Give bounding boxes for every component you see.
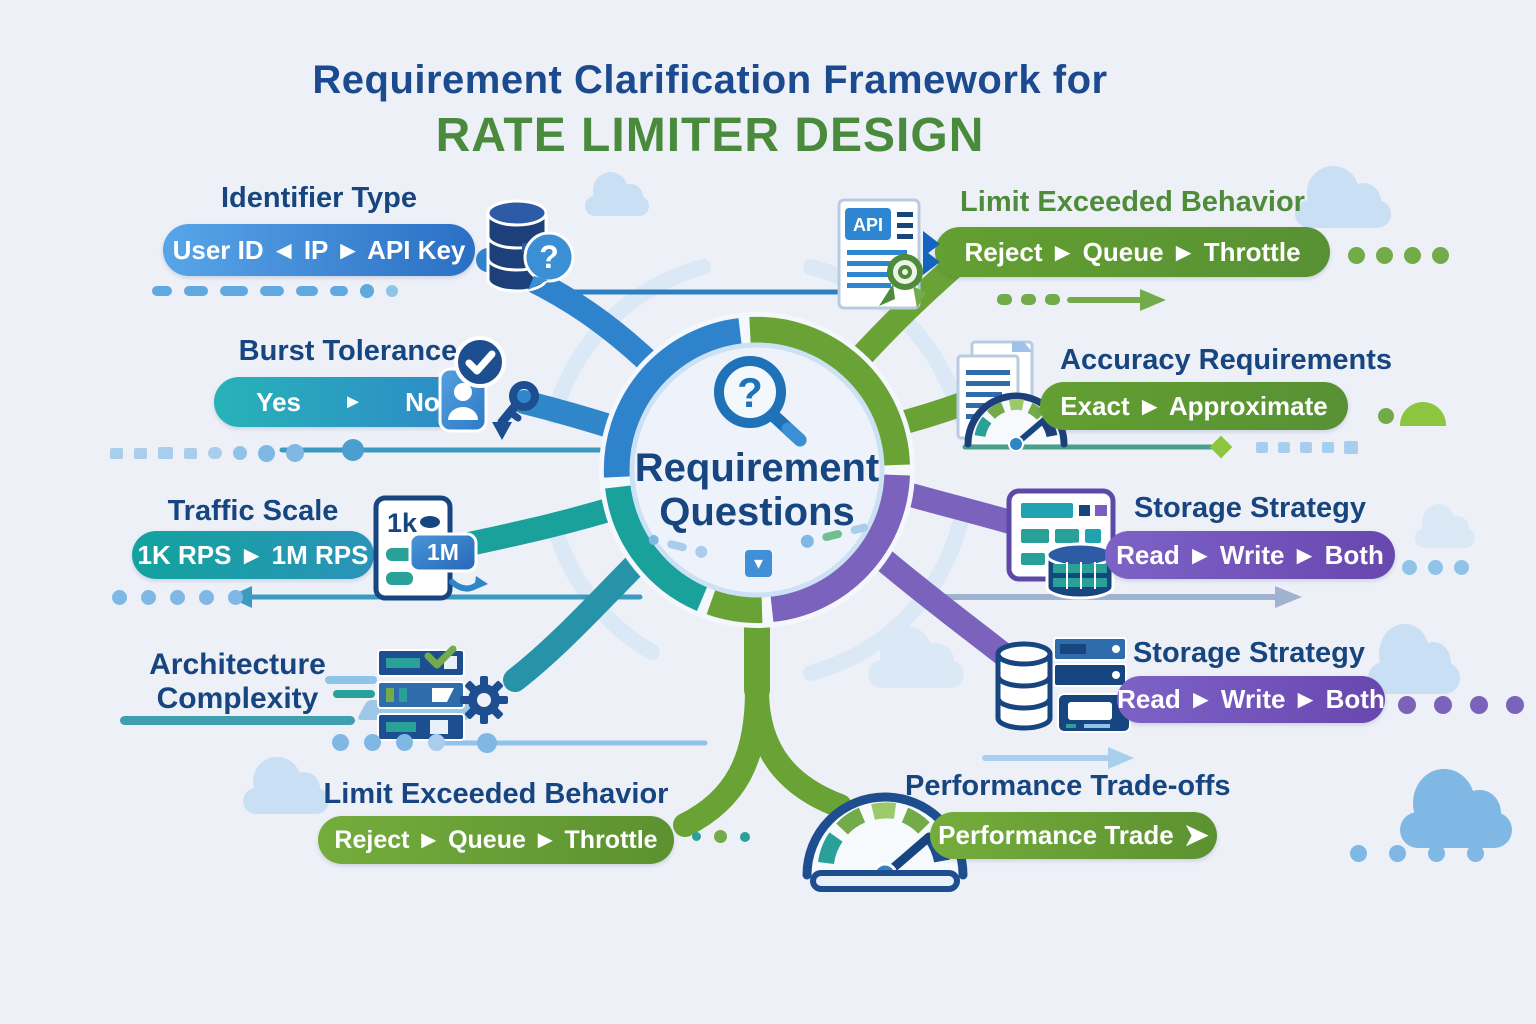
api-document-icon: API [837,198,926,310]
limit-right-green-dots [1348,247,1449,264]
storage-strategy-1-pill: Read ► Write ► Both [1105,531,1395,579]
storage-strategy-2-pill: Read ► Write ► Both [1117,676,1385,723]
svg-text:?: ? [539,239,559,275]
page-title-line2: RATE LIMITER DESIGN [435,109,985,162]
cloud-icon [1295,166,1391,228]
burst-tolerance-heading: Burst Tolerance [238,335,458,367]
limit-exceeded-left-pill: Reject ► Queue ► Throttle [318,816,674,864]
svg-text:?: ? [737,369,763,416]
cloud-icon [1400,768,1512,848]
cloud-icon [1368,623,1460,694]
hub-title-line2: Questions [659,490,855,534]
checkmark-circle-icon [454,336,506,388]
accuracy-requirements-heading: Accuracy Requirements [1060,344,1393,376]
cloud-icon [585,172,649,216]
identifier-type-pill: User ID ◄ IP ► API Key [163,224,475,276]
architecture-dash1 [325,676,377,684]
limit-exceeded-right-heading: Limit Exceeded Behavior [960,186,1305,218]
architecture-dash2 [333,690,375,698]
ring-segment-teal [605,485,708,611]
spoke-storage2 [860,538,1020,670]
performance-blue-dots [1350,845,1484,862]
page-title-line1: Requirement Clarification Framework for [312,58,1108,102]
storage1-blue-dots [1402,560,1469,575]
traffic-meter-icon: 1k 1M [373,495,488,601]
accuracy-dashes [1256,441,1358,454]
traffic-scale-heading: Traffic Scale [167,495,339,527]
identifier-type-heading: Identifier Type [220,182,418,214]
burst-tolerance-pill: Yes ► No [214,377,482,427]
hub-dropdown-icon: ▾ [745,550,772,577]
limit-exceeded-left-heading: Limit Exceeded Behavior [323,778,669,810]
accuracy-green-dot [1378,408,1394,424]
limit-left-dots [692,830,750,843]
ring-segment-purple [770,474,910,622]
database-grid-icon [1045,542,1115,600]
magnifier-question-icon: ? [714,356,807,447]
architecture-dotted-line [332,734,445,751]
performance-tradeoffs-pill: Performance Trade ➤ [930,812,1217,859]
architecture-complexity-heading: Architecture Complexity [149,648,326,715]
key-icon [492,381,539,440]
hub-ring [599,312,915,628]
accuracy-requirements-pill: Exact ► Approximate [1040,382,1348,430]
gear-icon [460,676,508,724]
ring-segment-green-bottom [706,589,763,624]
storage2-purple-dots [1398,696,1524,714]
ring-segment-blue [603,318,742,478]
spoke-traffic [453,493,637,557]
trunk-branch-right [745,678,852,818]
cloud-icon [243,756,329,814]
hub-title-line1: Requirement [634,446,880,490]
svg-text:1k: 1k [387,508,418,538]
traffic-dotted-line [112,590,243,605]
performance-tradeoffs-heading: Performance Trade-offs [905,770,1231,802]
arrow-icon: ➤ [1183,819,1209,852]
ring-segment-green-top [749,316,910,466]
question-bubble-icon: ? [523,231,575,290]
identifier-dotted-line [152,284,398,298]
server-gear-icon [377,645,508,741]
storage-strategy-1-heading: Storage Strategy [1133,492,1367,524]
spoke-architecture [503,540,660,692]
storage-strategy-2-heading: Storage Strategy [1132,637,1366,669]
cloud-icon [1415,504,1475,548]
traffic-scale-pill: 1K RPS ► 1M RPS [132,531,374,579]
limit-right-dashes [997,294,1060,305]
burst-dotted-line [110,444,304,462]
architecture-underline [120,716,355,725]
svg-text:1M: 1M [427,539,459,565]
svg-text:API: API [853,215,883,235]
limit-exceeded-right-pill: Reject ► Queue ► Throttle [923,227,1330,277]
chevron-decoration [923,249,940,275]
